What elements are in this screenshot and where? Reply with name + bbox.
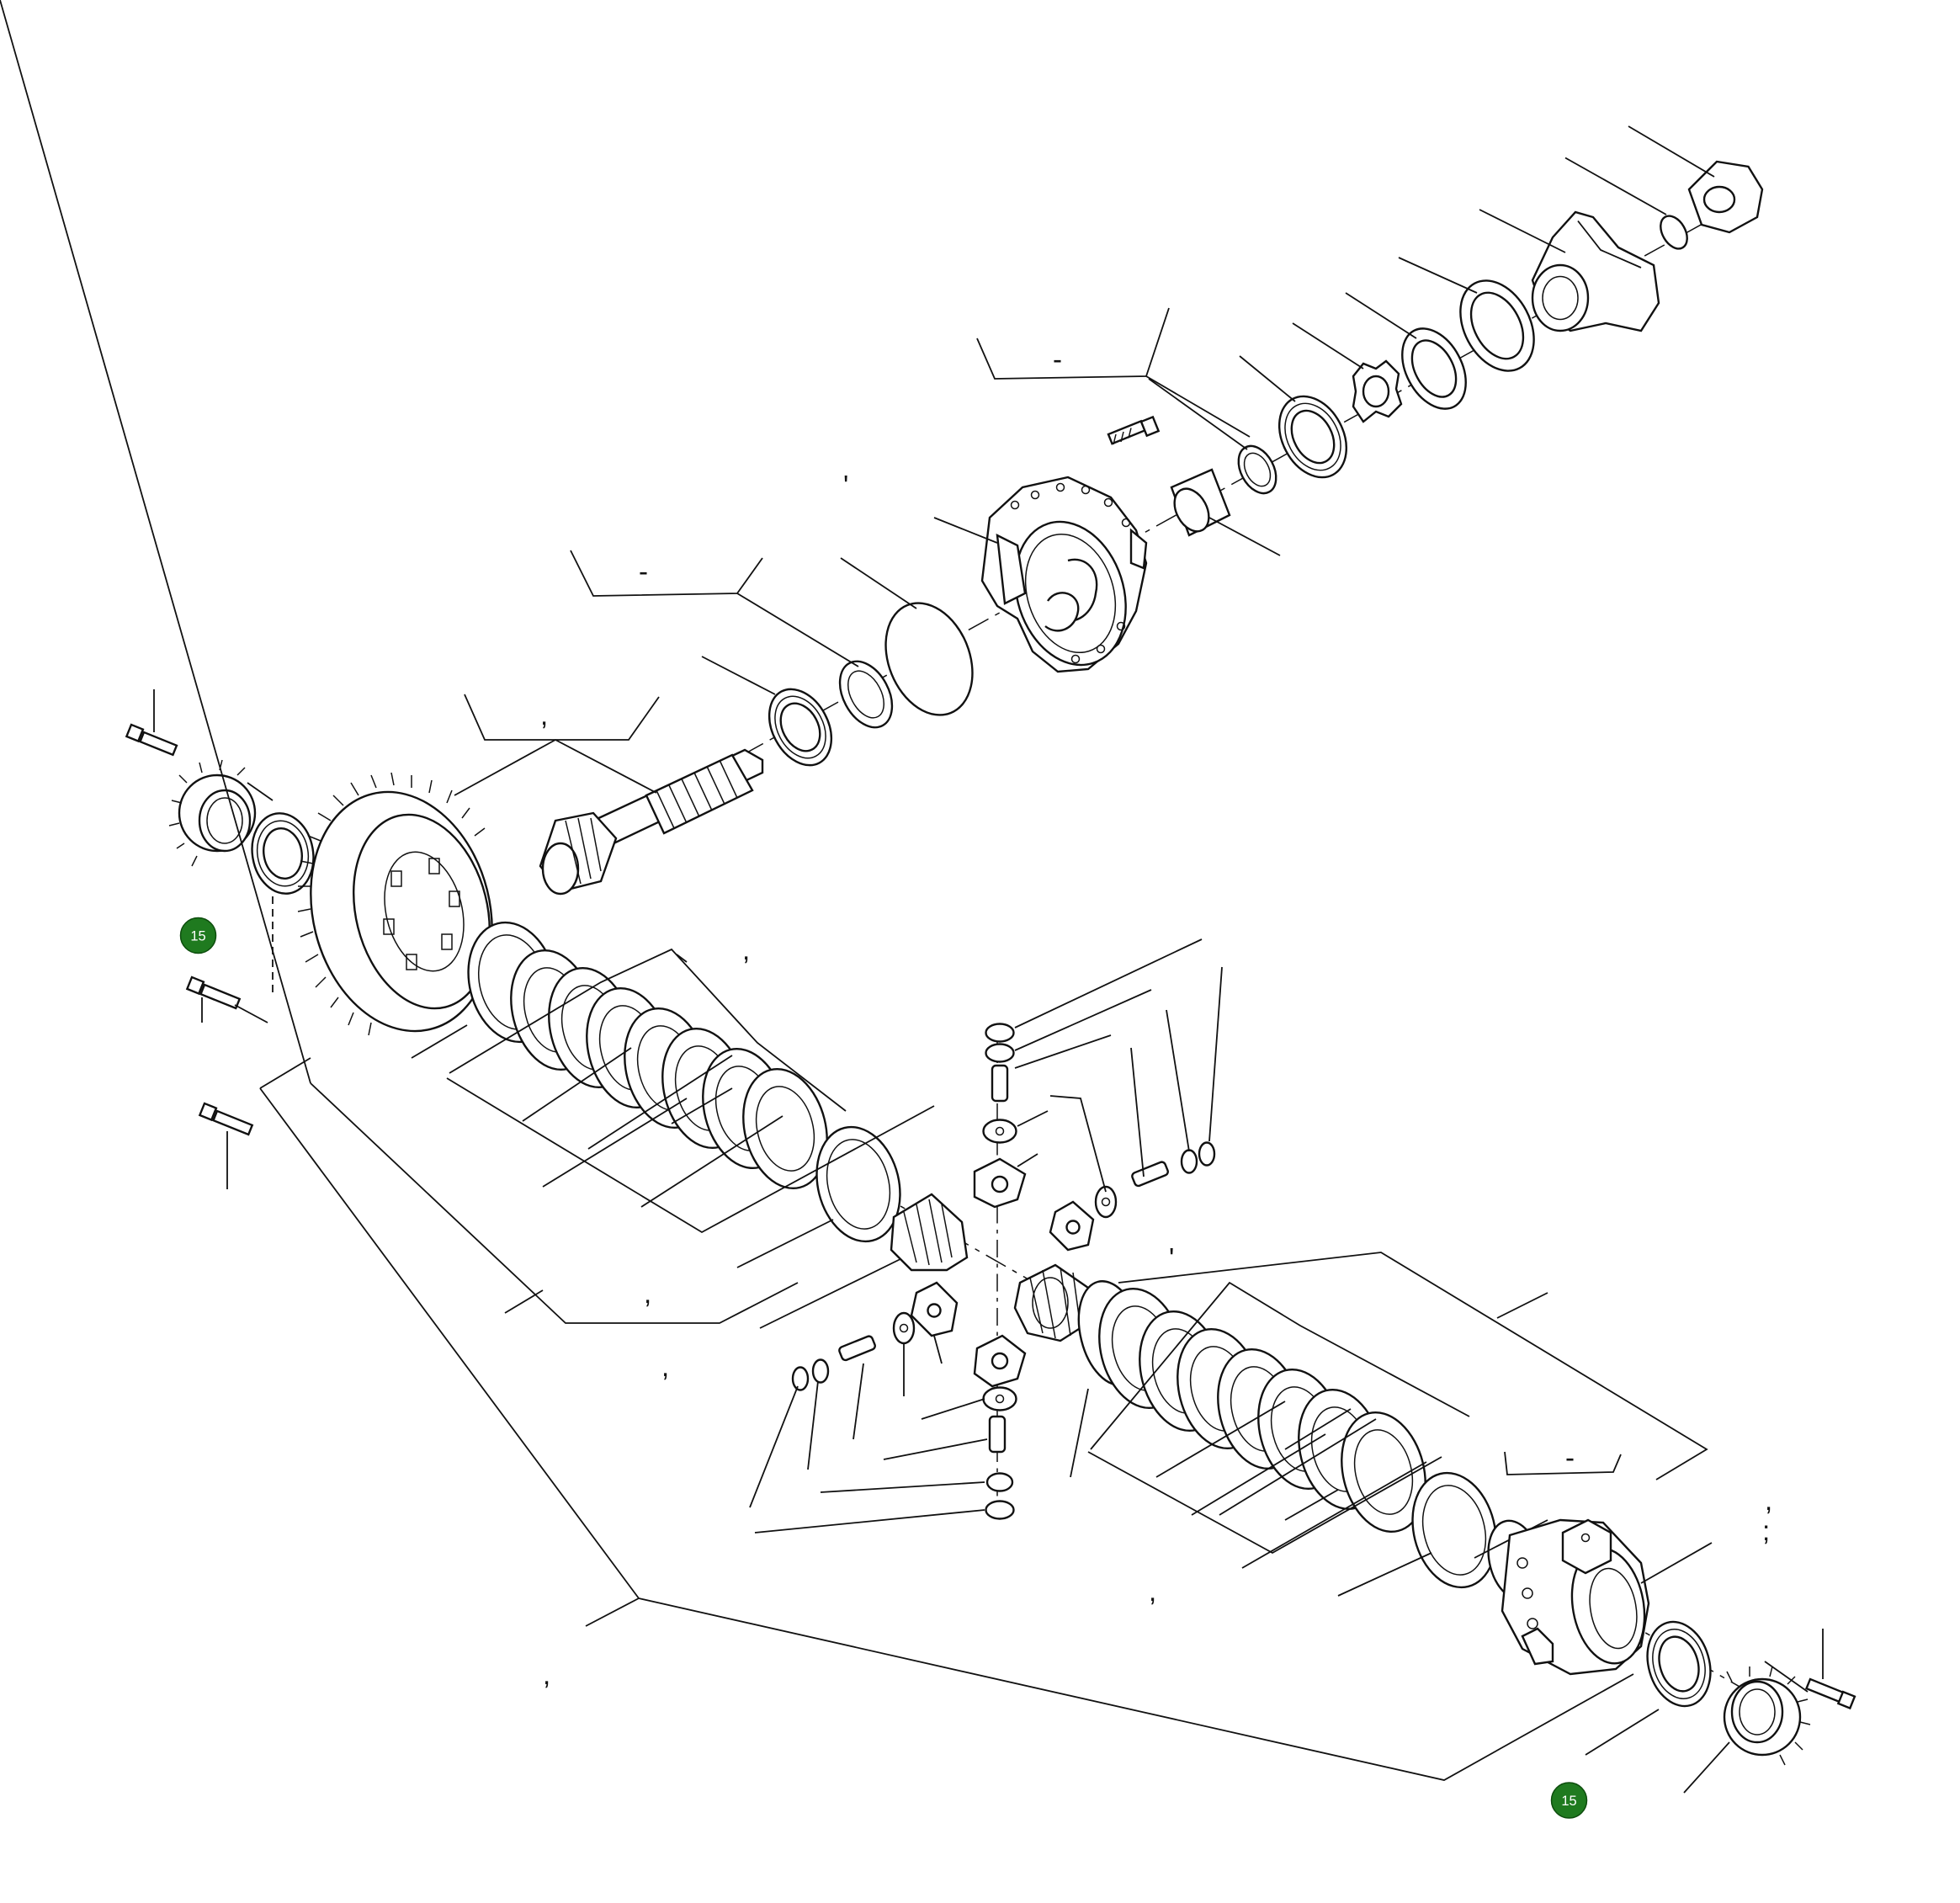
pinion-outer-bearing[interactable] bbox=[1239, 355, 1360, 489]
group-mark-pinion-bearing: - bbox=[639, 555, 648, 587]
carrier-flange-housing[interactable] bbox=[933, 476, 1148, 679]
slotted-nut[interactable] bbox=[1292, 322, 1403, 423]
left-side-gear[interactable] bbox=[890, 1193, 969, 1272]
group-bracket-pinion-bearing: - bbox=[570, 550, 859, 667]
group-mark-right-clutch: , bbox=[1149, 1576, 1156, 1607]
callout-bevel-gear-left-label: 15 bbox=[190, 929, 205, 944]
right-adjusting-ring[interactable] bbox=[1683, 1661, 1811, 1794]
group-bracket-right-housing: - bbox=[1504, 1442, 1622, 1475]
drive-pinion-shaft[interactable] bbox=[539, 748, 764, 896]
callout-side-gear-right[interactable]: 15 bbox=[1550, 1782, 1588, 1819]
spider-gear-right[interactable] bbox=[1049, 1200, 1095, 1252]
group-bracket-flange: - bbox=[976, 307, 1251, 438]
group-bracket-left-clutch-lower: , bbox=[0, 0, 799, 1324]
edge-marks: , ; bbox=[1762, 1485, 1772, 1546]
ring-gear-bolt-upper[interactable] bbox=[185, 975, 268, 1023]
left-clutch-pack[interactable] bbox=[456, 913, 911, 1251]
group-mark-right-housing: - bbox=[1565, 1442, 1575, 1473]
left-adjusting-ring[interactable] bbox=[168, 759, 274, 867]
callout-side-gear-right-label: 15 bbox=[1561, 1794, 1576, 1809]
ring-gear-bolt-lower[interactable] bbox=[198, 1102, 254, 1189]
spacer-ring[interactable] bbox=[1148, 378, 1283, 500]
assembly-bracket: , bbox=[259, 1057, 1634, 1781]
spider-gear-bottom[interactable] bbox=[973, 1334, 1027, 1388]
pinion-inner-bearing[interactable] bbox=[701, 656, 844, 776]
left-clutch-leader-lines: , bbox=[411, 934, 935, 1329]
group-mark-edge-2: ; bbox=[1762, 1515, 1770, 1546]
shim-ring[interactable] bbox=[829, 652, 902, 736]
differential-case-half[interactable] bbox=[1501, 1518, 1713, 1676]
group-mark-assembly: , bbox=[543, 1659, 550, 1690]
spider-gear-left[interactable] bbox=[910, 1281, 959, 1364]
group-mark-stray-3: ' bbox=[843, 470, 848, 501]
right-clutch-pack[interactable] bbox=[1069, 1274, 1549, 1606]
yoke-o-ring[interactable] bbox=[1564, 157, 1692, 253]
left-differential-bearing[interactable] bbox=[246, 808, 320, 997]
right-clutch-leader-lines: , bbox=[1070, 1252, 1708, 1607]
spider-gear-top[interactable] bbox=[973, 1153, 1038, 1209]
group-mark-stray-2: , bbox=[661, 1351, 669, 1382]
cross-shaft-pins[interactable] bbox=[838, 1064, 1169, 1454]
carrier-o-ring[interactable] bbox=[840, 557, 988, 728]
left-adjusting-bolt[interactable] bbox=[125, 689, 178, 757]
group-mark-left-clutch: , bbox=[742, 934, 750, 965]
callout-bevel-gear-left[interactable]: 15 bbox=[179, 917, 217, 954]
group-mark-edge-1: , bbox=[1765, 1485, 1772, 1516]
dust-shield[interactable] bbox=[1398, 257, 1548, 384]
oil-seal[interactable] bbox=[1345, 292, 1479, 420]
ring-gear[interactable] bbox=[286, 772, 516, 1050]
flange-bolt[interactable] bbox=[1107, 415, 1161, 445]
stray-marks: ' , ' bbox=[661, 470, 1174, 1382]
right-differential-bearing[interactable] bbox=[1585, 1614, 1720, 1756]
group-mark-left-clutch-lower: , bbox=[644, 1278, 651, 1309]
drive-yoke[interactable] bbox=[1479, 209, 1660, 332]
right-adjusting-bolt[interactable] bbox=[1804, 1629, 1856, 1710]
right-side-gear[interactable] bbox=[1013, 1263, 1090, 1342]
group-bracket-pinion-shaft: , bbox=[454, 694, 660, 796]
group-mark-flange: - bbox=[1053, 343, 1062, 375]
group-mark-pinion-shaft: , bbox=[540, 699, 548, 731]
spider-leader-lines bbox=[749, 938, 1223, 1534]
group-mark-stray-1: ' bbox=[1169, 1242, 1174, 1273]
collapsible-spacer[interactable] bbox=[1167, 468, 1281, 556]
yoke-nut[interactable] bbox=[1628, 125, 1764, 234]
thrust-washers[interactable] bbox=[791, 1023, 1216, 1520]
